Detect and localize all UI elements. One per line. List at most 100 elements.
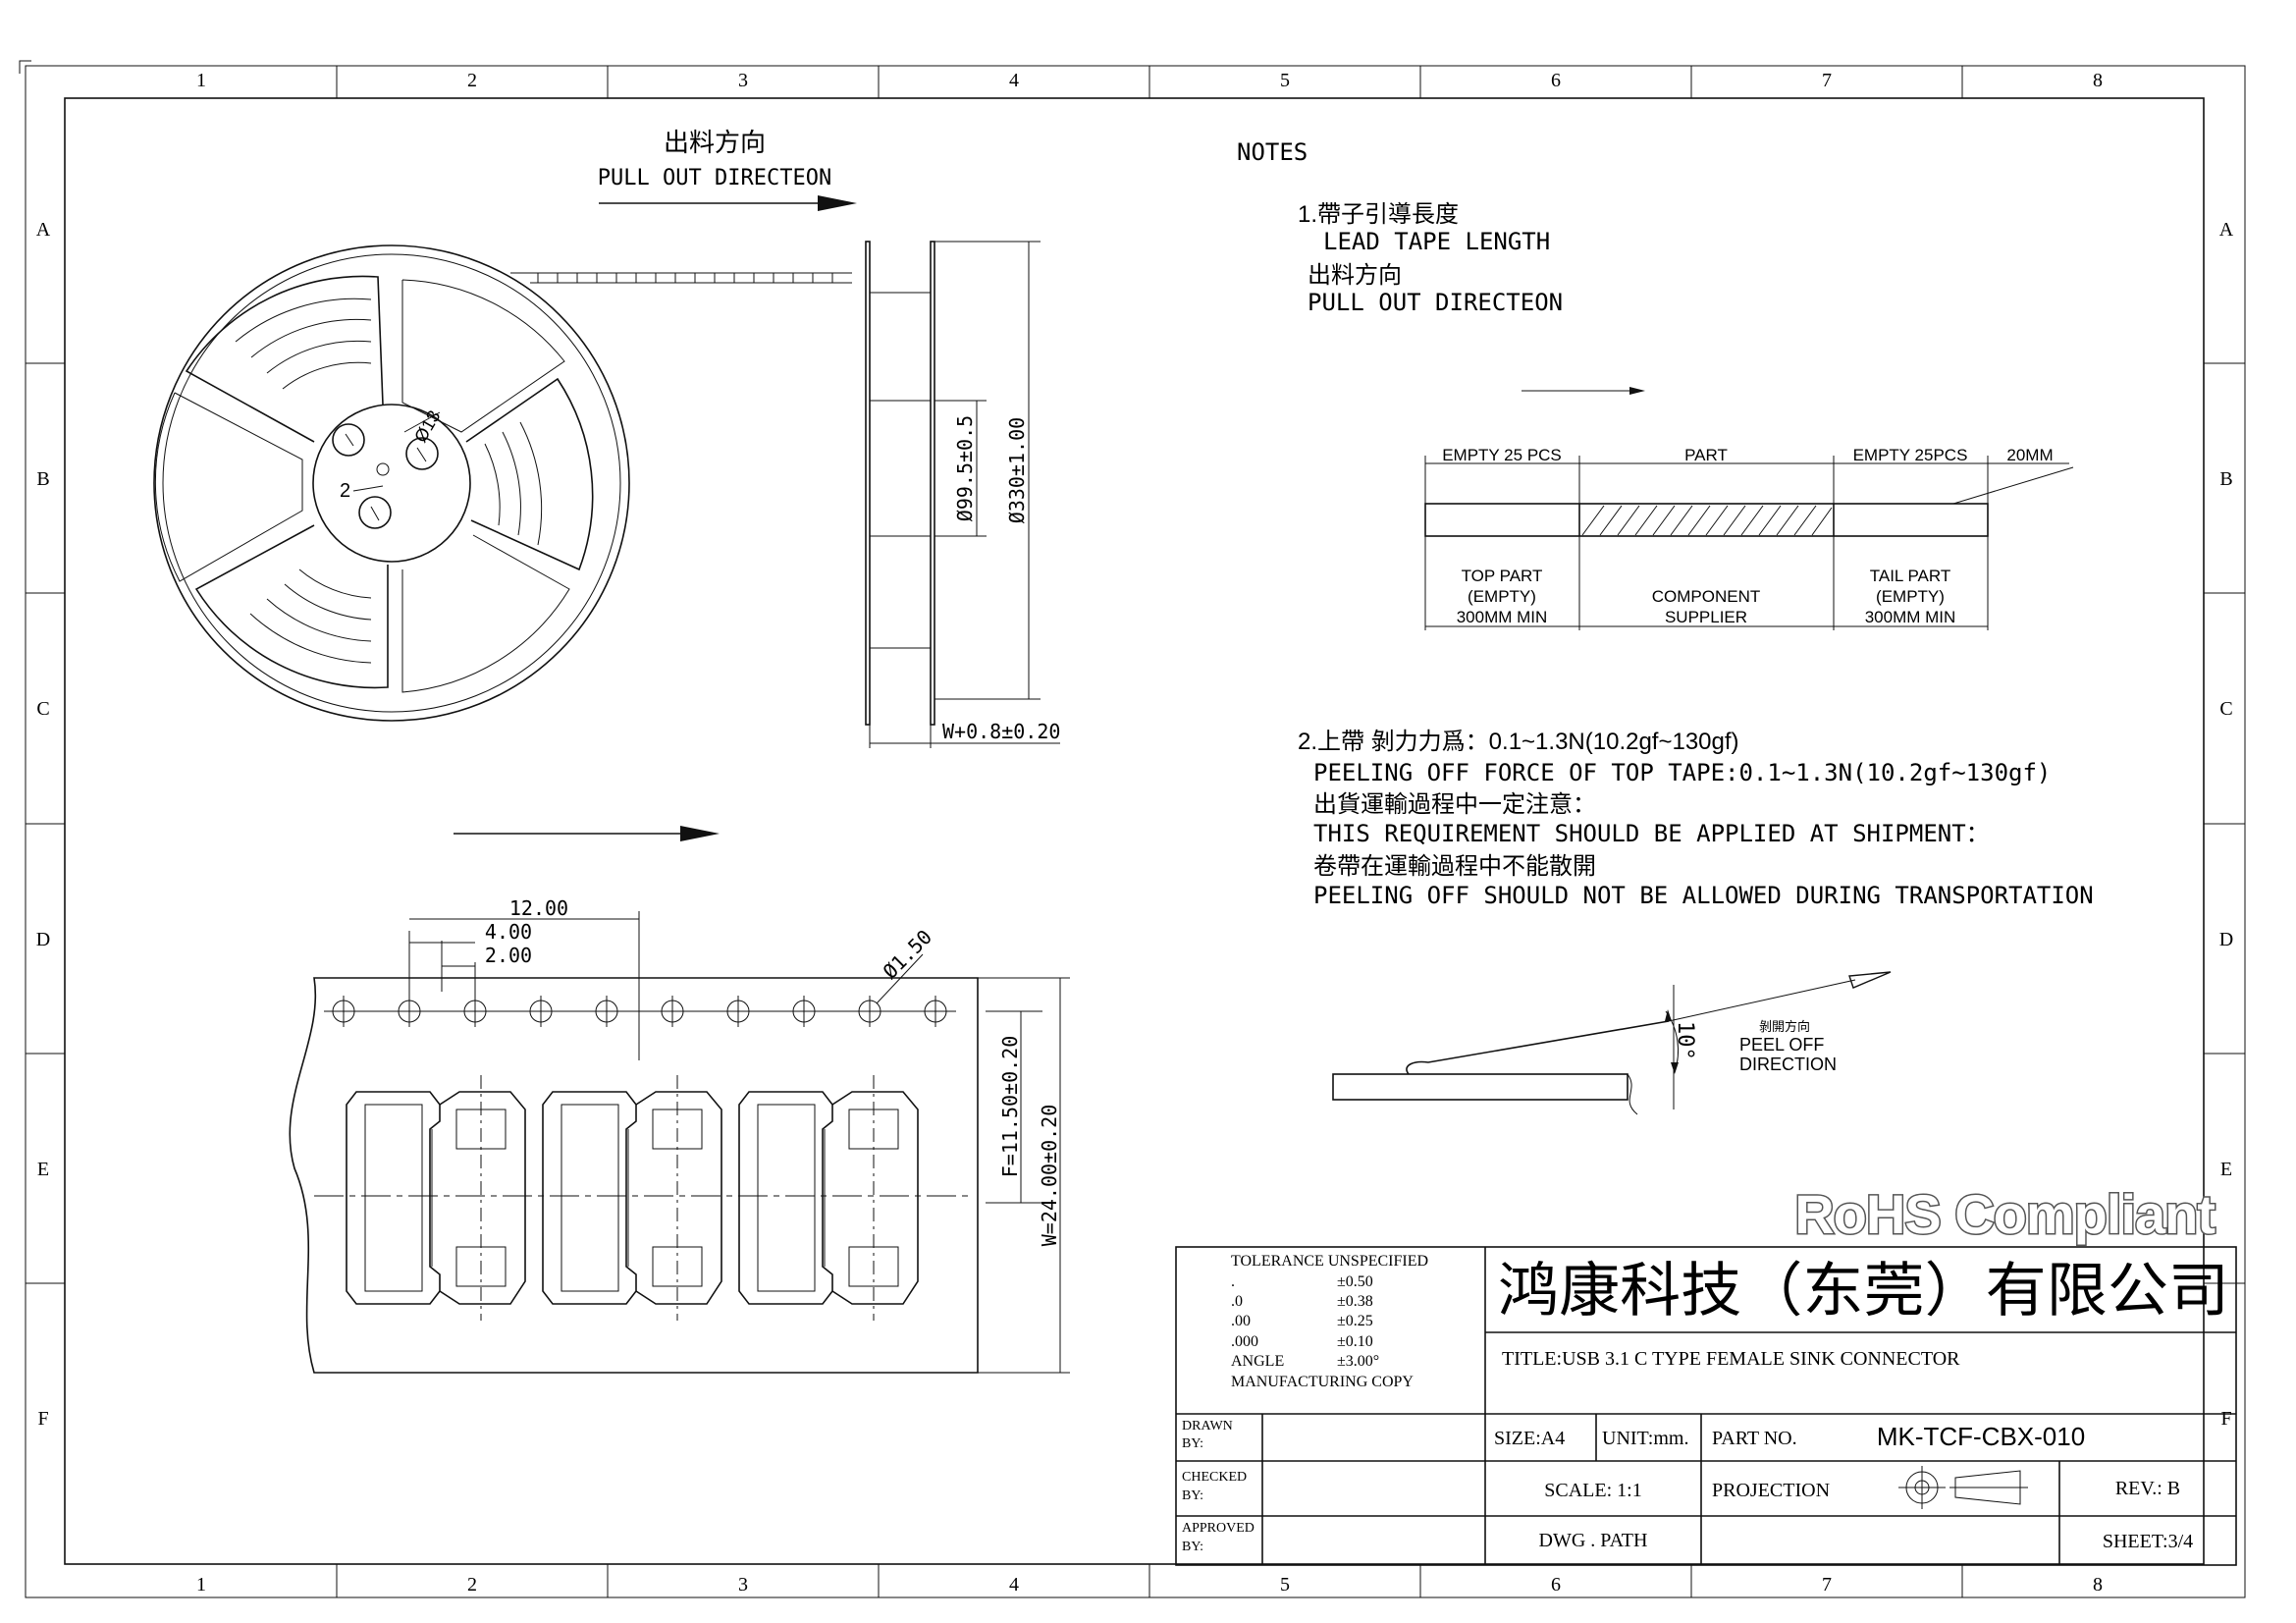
row-label-right: E (2220, 1159, 2232, 1180)
inner-frame (64, 97, 2205, 1565)
col-label-top: 4 (1009, 70, 1019, 91)
reel-slot-dim: 2 (340, 480, 350, 502)
grid-ticks (26, 66, 2245, 1597)
p2-dim: 2.00 (485, 944, 532, 967)
part-label: PART (1684, 446, 1728, 464)
row-label-right: C (2219, 698, 2232, 720)
hub-diameter-dim: Ø99.5±0.5 (953, 415, 977, 521)
tolerance-key: .0 (1231, 1293, 1243, 1310)
tolerance-key: . (1231, 1273, 1235, 1290)
top-part-label: 300MM MIN (1457, 608, 1548, 626)
reel-diameter-dim: Ø330±1.00 (1005, 417, 1029, 523)
tolerance-value: ±0.38 (1337, 1293, 1373, 1310)
projection-label: PROJECTION (1712, 1480, 1830, 1501)
tape-strip-top (510, 272, 852, 284)
sheet-label: SHEET:3/4 (2103, 1531, 2193, 1552)
approved-by-label: BY: (1182, 1540, 1203, 1554)
note1b-en: PULL OUT DIRECTEON (1308, 289, 1563, 316)
col-label-bottom: 1 (196, 1574, 206, 1596)
arrow-head-icon (818, 195, 857, 211)
outer-frame (25, 65, 2246, 1598)
f-dim: F=11.50±0.20 (998, 1036, 1022, 1178)
drawing-title: TITLE:USB 3.1 C TYPE FEMALE SINK CONNECT… (1502, 1348, 1960, 1370)
col-label-bottom: 7 (1822, 1574, 1832, 1596)
tolerance-value: ±0.50 (1337, 1273, 1373, 1290)
note2c-en: PEELING OFF SHOULD NOT BE ALLOWED DURING… (1313, 882, 2094, 909)
col-label-bottom: 4 (1009, 1574, 1019, 1596)
checked-by-label: CHECKED (1182, 1470, 1247, 1485)
scale-label: SCALE: 1:1 (1544, 1480, 1641, 1501)
reel-side-view (865, 241, 1060, 748)
peel-angle-label: 10° (1673, 1021, 1697, 1060)
row-label-left: C (36, 698, 49, 720)
top-part-label: TOP PART (1462, 567, 1543, 585)
note2b-en: THIS REQUIREMENT SHOULD BE APPLIED AT SH… (1313, 820, 1990, 847)
col-label-bottom: 6 (1551, 1574, 1561, 1596)
company-name: 鸿康科技（东莞）有限公司 (1498, 1259, 2229, 1324)
note1-en: LEAD TAPE LENGTH (1323, 228, 1550, 255)
reel-front-view: Ø13 2 (153, 244, 630, 722)
dwg-path-label: DWG . PATH (1539, 1530, 1648, 1551)
component-label: COMPONENT (1652, 587, 1761, 606)
component-label: SUPPLIER (1665, 608, 1747, 626)
title-block (1175, 1246, 2237, 1566)
revision-label: REV.: B (2115, 1478, 2180, 1499)
arrow-head-icon (1629, 387, 1645, 395)
empty-top-label: EMPTY 25 PCS (1442, 446, 1562, 464)
row-label-left: D (36, 929, 50, 950)
p0-dim: 4.00 (485, 920, 532, 944)
pull-out-cn: 出料方向 (664, 128, 766, 157)
empty-tail-label: EMPTY 25PCS (1853, 446, 1968, 464)
tolerance-key: .000 (1231, 1333, 1258, 1350)
row-label-right: F (2220, 1408, 2231, 1430)
tail-part-label: TAIL PART (1870, 567, 1951, 585)
row-label-left: B (36, 468, 49, 490)
corner-mark (19, 60, 31, 74)
tolerance-key: ANGLE (1231, 1353, 1284, 1370)
col-label-top: 8 (2093, 70, 2103, 91)
checked-by-label: BY: (1182, 1488, 1203, 1503)
tolerance-value: ±0.10 (1337, 1333, 1373, 1350)
col-label-bottom: 3 (738, 1574, 748, 1596)
note2c-cn: 卷帶在運輸過程中不能散開 (1313, 853, 1596, 880)
col-label-top: 6 (1551, 70, 1561, 91)
peel-direction-en: DIRECTION (1739, 1055, 1837, 1074)
col-label-bottom: 8 (2093, 1574, 2103, 1596)
tail-part-label: (EMPTY) (1876, 587, 1945, 606)
pull-out-en: PULL OUT DIRECTEON (598, 166, 831, 190)
sprocket-hole-dim: Ø1.50 (879, 925, 937, 984)
tolerance-table: . ±0.50 .0 ±0.38 .00 ±0.25 .000 ±0.10 AN… (1231, 1273, 1379, 1370)
grid-labels: 1 2 3 4 5 6 7 8 1 2 3 4 5 6 7 8 A B C D … (36, 70, 2234, 1596)
col-label-bottom: 5 (1280, 1574, 1290, 1596)
col-label-top: 3 (738, 70, 748, 91)
manufacturing-copy: MANUFACTURING COPY (1231, 1374, 1414, 1390)
row-label-left: E (37, 1159, 49, 1180)
w-dim: W=24.00±0.20 (1038, 1105, 1061, 1247)
rohs-compliant-label: RoHS Compliant (1794, 1183, 2215, 1245)
col-label-top: 5 (1280, 70, 1290, 91)
note2-en: PEELING OFF FORCE OF TOP TAPE:0.1~1.3N(1… (1313, 759, 2051, 786)
tolerance-value: ±3.00° (1337, 1353, 1379, 1370)
notes-title: NOTES (1237, 138, 1308, 166)
row-label-right: D (2219, 929, 2233, 950)
unit-label: UNIT:mm. (1602, 1428, 1688, 1449)
peel-direction-cn: 剝開方向 (1759, 1019, 1810, 1034)
row-label-left: F (37, 1408, 48, 1430)
row-label-left: A (36, 219, 51, 241)
arrow-head-icon (680, 826, 720, 841)
row-label-right: A (2219, 219, 2234, 241)
leader-tape-diagram (1424, 456, 2074, 630)
part-no-label: PART NO. (1712, 1428, 1797, 1449)
note1-cn: 1.帶子引導長度 (1298, 201, 1459, 228)
col-label-bottom: 2 (467, 1574, 477, 1596)
note2-cn: 2.上帶 剝力力爲：0.1~1.3N(10.2gf~130gf) (1298, 729, 1739, 755)
pitch-dim: 12.00 (509, 896, 568, 920)
reel-width-dim: W+0.8±0.20 (942, 720, 1060, 743)
part-number: MK-TCF-CBX-010 (1877, 1422, 2085, 1451)
leader-length-label: 20MM (2006, 446, 2053, 464)
note2b-cn: 出貨運輸過程中一定注意： (1313, 791, 1596, 818)
row-label-right: B (2219, 468, 2232, 490)
tolerance-value: ±0.25 (1337, 1313, 1373, 1329)
col-label-top: 1 (196, 70, 206, 91)
